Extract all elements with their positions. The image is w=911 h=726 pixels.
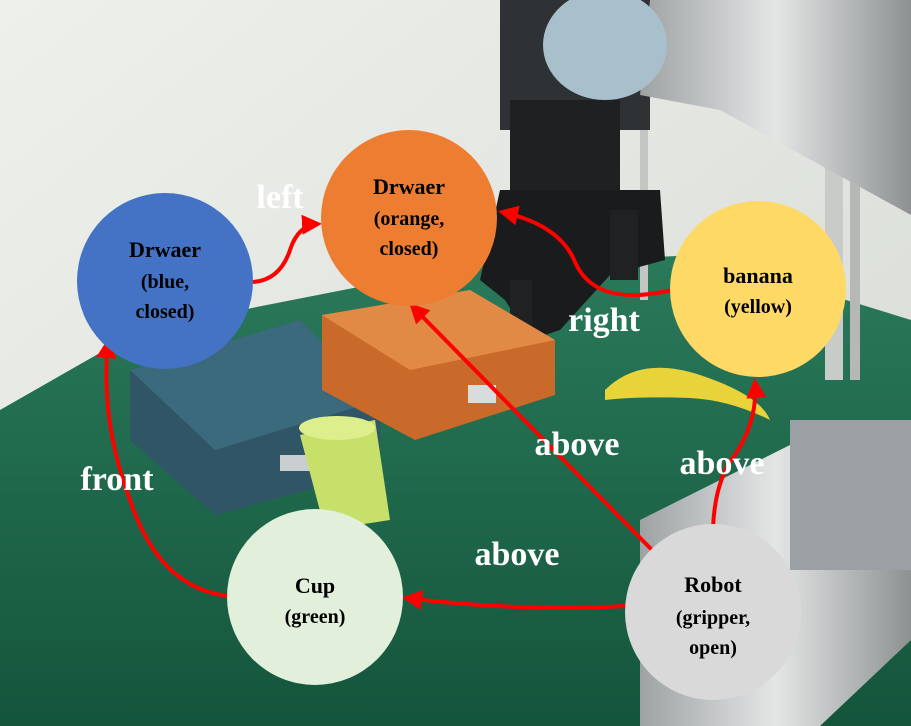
- edge-cup-blue: [96, 338, 231, 598]
- cup-object: [300, 420, 390, 530]
- edge-label-robot-banana: above: [680, 445, 765, 482]
- frame-rail: [850, 0, 860, 380]
- orange-drawer-handle: [468, 385, 496, 403]
- node-sublabel: (gripper,: [676, 607, 750, 629]
- edge-robot-cup: [402, 590, 627, 610]
- edge-label-cup-blue: front: [80, 461, 154, 498]
- banana-object: [605, 367, 770, 420]
- edge-blue-orange: [252, 214, 322, 284]
- edge-label-robot-orange: above: [535, 426, 620, 463]
- node-circle: [77, 193, 253, 369]
- node-label: Cup: [295, 573, 335, 598]
- node-circle: [670, 201, 846, 377]
- node-sublabel: (yellow): [724, 296, 792, 318]
- robot-joint-cap: [543, 0, 667, 100]
- edge-robot-orange: [409, 303, 654, 552]
- node-circle: [625, 524, 801, 700]
- node-sublabel: (blue,: [141, 271, 189, 293]
- cup-rim: [299, 416, 375, 440]
- gripper-finger: [610, 210, 638, 280]
- edge-label-robot-cup: above: [475, 536, 560, 573]
- node-sublabel: open): [689, 637, 737, 659]
- node-sublabel: (orange,: [374, 208, 445, 230]
- edge-banana-orange: [498, 205, 673, 298]
- node-sublabel: closed): [136, 301, 195, 323]
- node-banana: banana (yellow): [670, 201, 846, 377]
- node-robot: Robot (gripper, open): [625, 524, 801, 700]
- edges: [96, 205, 767, 610]
- node-circle: [321, 130, 497, 306]
- blue-drawer-handle: [280, 455, 310, 471]
- node-circle: [227, 509, 403, 685]
- robot-arm-segment: [640, 0, 911, 215]
- node-drawer-blue: Drwaer (blue, closed): [77, 193, 253, 369]
- orange-drawer-top: [322, 290, 555, 370]
- node-sublabel: closed): [380, 238, 439, 260]
- edge-label-banana-orange: right: [568, 302, 640, 339]
- node-label: Drwaer: [373, 174, 445, 199]
- edge-robot-banana: [711, 378, 767, 529]
- node-sublabel: (green): [285, 606, 346, 628]
- edge-label-blue-orange: left: [256, 179, 304, 216]
- robot-base-cylinder: [790, 420, 911, 570]
- node-drawer-orange: Drwaer (orange, closed): [321, 130, 497, 306]
- robot-wrist: [510, 100, 620, 190]
- node-label: Drwaer: [129, 237, 201, 262]
- node-label: Robot: [684, 572, 742, 597]
- node-cup: Cup (green): [227, 509, 403, 685]
- node-label: banana: [723, 263, 793, 288]
